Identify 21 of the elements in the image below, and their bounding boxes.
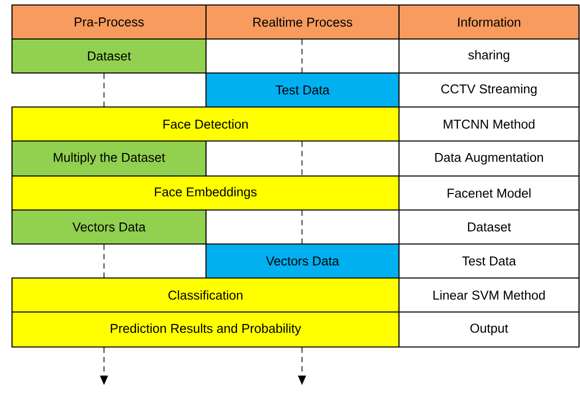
- info-cell: CCTV Streaming: [398, 72, 580, 108]
- column-header: Information: [398, 4, 580, 40]
- process-box: Prediction Results and Probability: [11, 311, 400, 348]
- column-header: Pra-Process: [11, 4, 207, 40]
- info-cell: sharing: [398, 38, 580, 74]
- info-cell: Dataset: [398, 209, 580, 245]
- process-box: Face Embeddings: [11, 175, 400, 211]
- info-cell: Facenet Model: [398, 175, 580, 211]
- process-box: Vectors Data: [11, 209, 207, 245]
- info-cell: Linear SVM Method: [398, 277, 580, 313]
- process-box: Test Data: [205, 72, 400, 108]
- column-header: Realtime Process: [205, 4, 400, 40]
- info-cell: Test Data: [398, 243, 580, 279]
- info-cell: MTCNN Method: [398, 106, 580, 142]
- process-box: Vectors Data: [205, 243, 400, 279]
- process-box: Multiply the Dataset: [11, 140, 207, 177]
- info-cell: Data Augmentation: [398, 140, 580, 177]
- process-box: Classification: [11, 277, 400, 313]
- process-box: Face Detection: [11, 106, 400, 142]
- process-box: Dataset: [11, 38, 207, 74]
- info-cell: Output: [398, 311, 580, 348]
